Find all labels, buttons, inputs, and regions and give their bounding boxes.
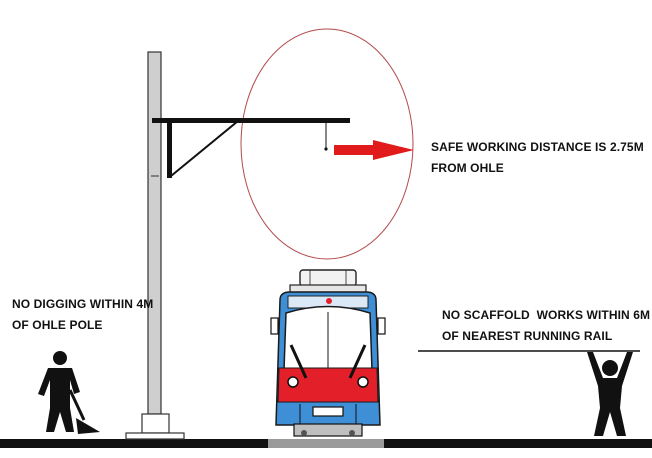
ohle-pole-icon (125, 51, 350, 440)
no-digging-note: NO DIGGING WITHIN 4M OF OHLE POLE (12, 294, 153, 336)
no-scaffold-note: NO SCAFFOLD WORKS WITHIN 6M OF NEAREST R… (442, 305, 650, 347)
scaffold-worker-icon (587, 352, 633, 436)
digging-worker-icon (38, 351, 100, 434)
safe-distance-line1: SAFE WORKING DISTANCE IS 2.75M (431, 140, 644, 154)
no-digging-line2: OF OHLE POLE (12, 318, 103, 332)
no-scaffold-line1: NO SCAFFOLD WORKS WITHIN 6M (442, 308, 651, 322)
arrow-right-icon (334, 140, 414, 160)
safe-distance-note: SAFE WORKING DISTANCE IS 2.75M FROM OHLE (431, 137, 644, 179)
safe-distance-line2: FROM OHLE (431, 161, 504, 175)
no-scaffold-line2: OF NEAREST RUNNING RAIL (442, 329, 613, 343)
tram-icon (270, 269, 386, 437)
clearance-circle (240, 28, 414, 260)
track-bed (268, 439, 384, 448)
no-digging-line1: NO DIGGING WITHIN 4M (12, 297, 154, 311)
